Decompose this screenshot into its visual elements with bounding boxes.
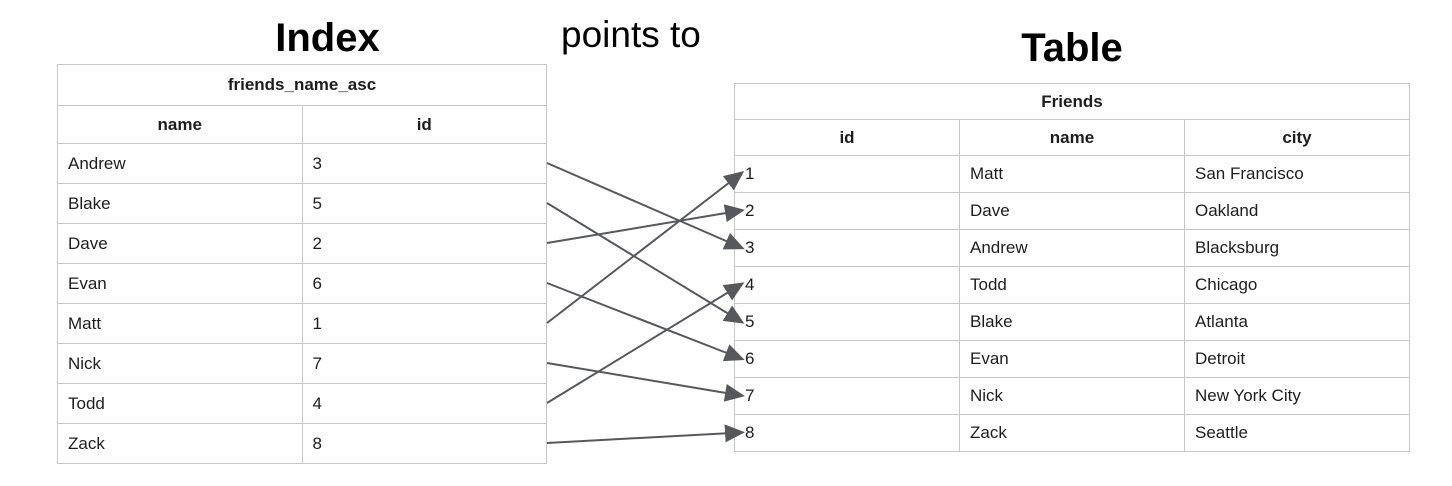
table-cell: Nick	[959, 377, 1185, 415]
table-cell: 2	[301, 223, 547, 264]
index-pointer-arrow	[546, 424, 745, 444]
table-cell: Todd	[57, 383, 303, 424]
table-cell: Blake	[57, 183, 303, 224]
table-cell: Atlanta	[1184, 303, 1410, 341]
table-cell: 8	[734, 414, 960, 452]
table-cell: 4	[734, 266, 960, 304]
table-cell: 6	[734, 340, 960, 378]
table-cell: 2	[734, 192, 960, 230]
column-header: id	[301, 105, 547, 144]
index-pointer-arrow	[546, 162, 745, 250]
table-cell: 5	[734, 303, 960, 341]
table-cell: 1	[301, 303, 547, 344]
table-name: friends_name_asc	[57, 64, 547, 106]
table-cell: Matt	[57, 303, 303, 344]
index-pointer-arrow	[546, 202, 745, 324]
table-cell: 4	[301, 383, 547, 424]
table-cell: Evan	[959, 340, 1185, 378]
table-cell: Blake	[959, 303, 1185, 341]
table-cell: Zack	[959, 414, 1185, 452]
table-cell: Matt	[959, 155, 1185, 193]
table-cell: Evan	[57, 263, 303, 304]
table-cell: 1	[734, 155, 960, 193]
table-cell: 6	[301, 263, 547, 304]
table-title: Table	[1021, 26, 1123, 70]
table-cell: 8	[301, 423, 547, 464]
table-name-row: friends_name_asc	[57, 64, 547, 106]
index-pointer-arrow	[546, 282, 745, 404]
column-header: city	[1184, 119, 1410, 156]
index-pointer-arrow	[546, 204, 745, 244]
table-name-row: Friends	[734, 83, 1410, 120]
table-cell: 7	[734, 377, 960, 415]
table-cell: Oakland	[1184, 192, 1410, 230]
table-cell: 3	[734, 229, 960, 267]
table-cell: Zack	[57, 423, 303, 464]
table-cell: 3	[301, 143, 547, 184]
table-cell: Blacksburg	[1184, 229, 1410, 267]
table-name: Friends	[734, 83, 1410, 120]
table-cell: 7	[301, 343, 547, 384]
table-cell: Andrew	[959, 229, 1185, 267]
table-cell: Chicago	[1184, 266, 1410, 304]
table-cell: Todd	[959, 266, 1185, 304]
index-pointer-arrow	[546, 282, 745, 362]
table-cell: Nick	[57, 343, 303, 384]
points-to-label: points to	[561, 14, 701, 55]
column-header: id	[734, 119, 960, 156]
table-cell: Andrew	[57, 143, 303, 184]
table-cell: Dave	[959, 192, 1185, 230]
index-pointer-arrow	[546, 362, 745, 402]
column-header: name	[57, 105, 303, 144]
index-title: Index	[275, 16, 380, 60]
table-cell: San Francisco	[1184, 155, 1410, 193]
table-cell: New York City	[1184, 377, 1410, 415]
table-cell: Detroit	[1184, 340, 1410, 378]
table-cell: Seattle	[1184, 414, 1410, 452]
index-pointer-arrow	[546, 171, 745, 324]
column-header: name	[959, 119, 1185, 156]
table-cell: 5	[301, 183, 547, 224]
table-cell: Dave	[57, 223, 303, 264]
